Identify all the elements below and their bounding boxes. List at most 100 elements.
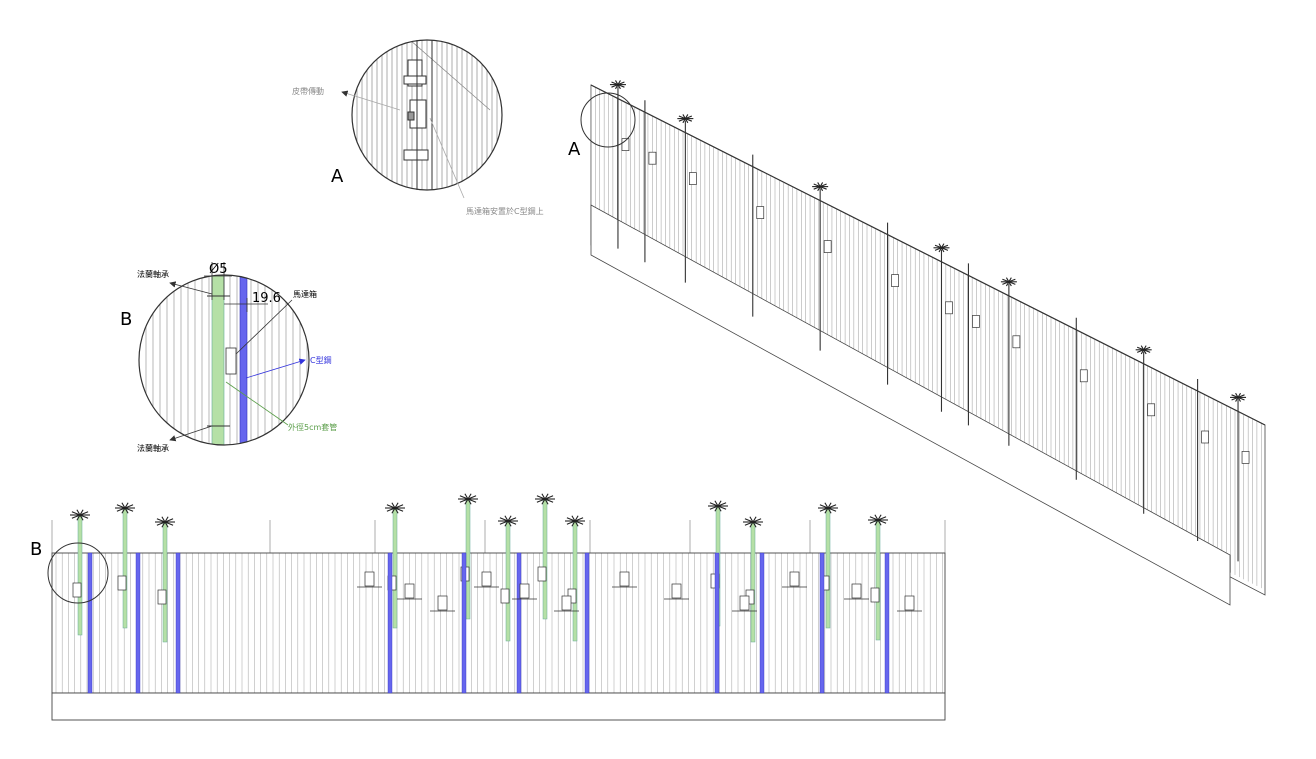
c-steel-beam (584, 552, 590, 694)
belt-callout-leader (341, 90, 401, 111)
elevation-equipment (70, 493, 922, 694)
belt-callout-text: 皮帶傳動 (292, 86, 324, 96)
detail-b: Ø5 19.6 B 法蘭軸承 馬達箱 C型鋼 外徑5cm套管 法蘭軸承 (120, 262, 337, 453)
iso-motor-box (1201, 430, 1209, 444)
motor-mount-callout-leader (429, 117, 465, 199)
c-steel-beam (759, 552, 765, 694)
c-steel-beam (714, 552, 720, 694)
iso-fan-icon (609, 80, 626, 90)
motor-box (537, 566, 547, 582)
elevation-detail-b-circle (47, 542, 109, 604)
elevation-fan-icon (498, 515, 518, 527)
sleeve-pipe (211, 275, 225, 445)
c-steel-label: C型鋼 (310, 355, 332, 365)
elevation-fan-icon (115, 502, 135, 514)
detail-b-letter: B (120, 309, 132, 330)
sleeve-pipe (542, 498, 548, 620)
sleeve-pipe (465, 498, 471, 620)
detail-a-circle (351, 39, 503, 191)
flange-bearing-top-label: 法蘭軸承 (137, 269, 169, 279)
c-steel-beam (461, 552, 467, 694)
control-box (364, 571, 375, 587)
control-box (851, 583, 862, 599)
control-box (789, 571, 800, 587)
elevation-corrugation (51, 520, 946, 693)
iso-fan-icon (812, 182, 829, 192)
control-box (481, 571, 492, 587)
sleeve-pipe (77, 514, 83, 636)
sleeve-pipe (750, 521, 756, 643)
sleeve-pipe (825, 507, 831, 629)
isometric-view: A (568, 80, 1266, 606)
isometric-a-letter: A (568, 139, 581, 160)
motor-box (225, 347, 237, 375)
control-box (739, 595, 750, 611)
iso-fan-icon (1230, 392, 1247, 402)
elevation-fan-icon (535, 493, 555, 505)
elevation-fan-icon (708, 500, 728, 512)
iso-fan-icon (933, 243, 950, 253)
control-box (437, 595, 448, 611)
c-steel-beam (884, 552, 890, 694)
iso-motor-box (621, 138, 630, 151)
iso-motor-box (891, 274, 899, 287)
elevation-fan-icon (565, 515, 585, 527)
iso-fan-icon (1135, 345, 1152, 355)
elevation-base (51, 692, 946, 721)
c-steel-beam (175, 552, 181, 694)
c-steel-beam (387, 552, 393, 694)
motor-box (870, 587, 880, 603)
c-steel-beam (135, 552, 141, 694)
sleeve-pipe (162, 521, 168, 643)
iso-motor-box (756, 206, 765, 219)
isometric-detail-a-circle (580, 92, 636, 148)
dim-diameter: Ø5 (209, 262, 228, 277)
motor-box (157, 589, 167, 605)
c-steel-beam (819, 552, 825, 694)
c-steel-beam (239, 275, 248, 445)
iso-motor-box (972, 315, 980, 328)
control-box (404, 583, 415, 599)
sleeve-pipe (392, 507, 398, 629)
detail-a-motor-assembly (403, 40, 433, 190)
control-box (519, 583, 530, 599)
elevation-fan-icon (458, 493, 478, 505)
motor-box (500, 588, 510, 604)
iso-motor-box (1241, 451, 1250, 464)
iso-motor-box (1012, 335, 1021, 349)
detail-a: A 皮帶傳動 馬達箱安置於C型鋼上 (292, 39, 544, 216)
elevation-fan-icon (70, 509, 90, 521)
motor-box-label: 馬達箱 (293, 289, 317, 299)
elevation-fan-icon (868, 514, 888, 526)
elevation-fan-icon (743, 516, 763, 528)
c-steel-beam (516, 552, 522, 694)
sleeve-pipe (875, 519, 881, 641)
isometric-equipment (609, 80, 1250, 562)
front-elevation: B (30, 493, 946, 721)
motor-mount-callout-text: 馬達箱安置於C型鋼上 (466, 206, 544, 216)
sleeve-pipe (505, 520, 511, 642)
iso-motor-box (1079, 369, 1088, 383)
dim-offset: 19.6 (252, 291, 281, 306)
sleeve-pipe (572, 520, 578, 642)
c-steel-beam (87, 552, 93, 694)
motor-box (72, 582, 82, 598)
iso-motor-box (823, 240, 832, 253)
iso-motor-box (945, 301, 953, 315)
iso-motor-box (648, 151, 657, 165)
detail-a-corrugation (352, 40, 502, 190)
isometric-base (590, 204, 1231, 606)
sleeve-label: 外徑5cm套管 (288, 422, 337, 432)
flange-bearing-bottom-label: 法蘭軸承 (137, 443, 169, 453)
elevation-fan-icon (155, 516, 175, 528)
control-box (904, 595, 915, 611)
iso-motor-box (689, 172, 697, 185)
elevation-b-letter: B (30, 539, 42, 560)
detail-a-letter: A (331, 166, 344, 187)
control-box (671, 583, 682, 599)
iso-fan-icon (1000, 277, 1017, 287)
elevation-fan-icon (818, 502, 838, 514)
control-box (561, 595, 572, 611)
iso-fan-icon (677, 114, 694, 124)
